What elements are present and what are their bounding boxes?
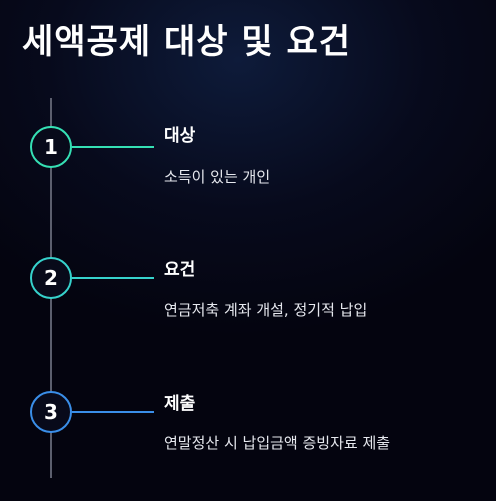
step-number-badge: 3 — [30, 391, 72, 433]
step-connector-line — [72, 277, 154, 279]
step-description: 연금저축 계좌 개설, 정기적 납입 — [164, 301, 368, 319]
step-heading: 대상 — [164, 126, 196, 146]
step-number-badge: 1 — [30, 126, 72, 168]
step-heading: 제출 — [164, 394, 196, 414]
step-description: 연말정산 시 납입금액 증빙자료 제출 — [164, 434, 391, 452]
step-description: 소득이 있는 개인 — [164, 168, 271, 186]
step-heading: 요건 — [164, 260, 196, 280]
step-connector-line — [72, 411, 154, 413]
step-number-badge: 2 — [30, 257, 72, 299]
step-connector-line — [72, 146, 154, 148]
page-title: 세액공제 대상 및 요건 — [22, 22, 352, 62]
